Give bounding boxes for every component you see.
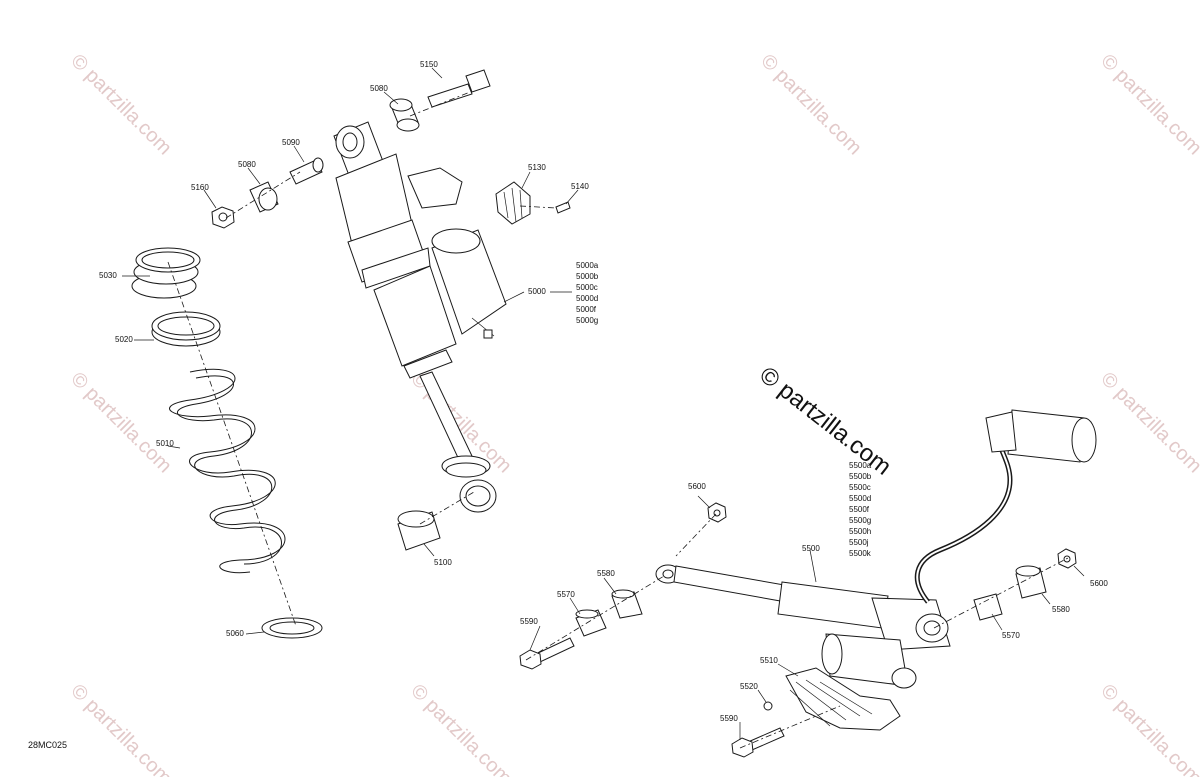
center-watermark: © partzilla.com xyxy=(754,361,896,480)
part-5000-shock-absorber[interactable] xyxy=(333,121,507,478)
watermark: © partzilla.com xyxy=(66,50,175,159)
part-5100-bushing[interactable] xyxy=(397,479,497,551)
part-5130-knob[interactable] xyxy=(495,181,531,225)
variant-5000: 5000a xyxy=(576,261,599,270)
part-5600-nut-top[interactable] xyxy=(707,502,727,523)
part-5580-bushing-left[interactable] xyxy=(611,589,643,619)
callout-5020: 5020 xyxy=(115,335,133,344)
callout-5010: 5010 xyxy=(156,439,174,448)
watermark: © partzilla.com xyxy=(66,368,175,477)
variant-5500: 5500f xyxy=(849,505,870,514)
part-5500-shock-absorber[interactable] xyxy=(655,409,1097,689)
callout-5570: 5570 xyxy=(557,590,575,599)
watermark: © partzilla.com xyxy=(1096,50,1200,159)
callout-5590: 5590 xyxy=(720,714,738,723)
callout-5600: 5600 xyxy=(688,482,706,491)
assembly-axes-right xyxy=(525,513,1069,749)
variant-5000: 5000g xyxy=(576,316,598,325)
variant-5500: 5500d xyxy=(849,494,871,503)
watermark: © partzilla.com xyxy=(406,680,515,777)
callout-5510: 5510 xyxy=(760,656,778,665)
callout-5090: 5090 xyxy=(282,138,300,147)
part-5590-bolt-left[interactable] xyxy=(519,637,575,670)
variants-5000-list: 5000a 5000b 5000c 5000d 5000f 5000g xyxy=(576,261,599,325)
callout-5520: 5520 xyxy=(740,682,758,691)
callout-5140: 5140 xyxy=(571,182,589,191)
watermark: © partzilla.com xyxy=(1096,680,1200,777)
callout-5150: 5150 xyxy=(420,60,438,69)
part-5010-spring[interactable] xyxy=(169,368,286,574)
callout-5580: 5580 xyxy=(597,569,615,578)
variant-5000: 5000f xyxy=(576,305,597,314)
variant-5500: 5500j xyxy=(849,538,869,547)
part-5160-nut[interactable] xyxy=(211,206,235,229)
part-5510-guard[interactable] xyxy=(785,667,901,731)
part-5080-bushing-top[interactable] xyxy=(389,98,420,132)
part-5020-ring[interactable] xyxy=(151,311,221,347)
callout-5580: 5580 xyxy=(1052,605,1070,614)
callout-5060: 5060 xyxy=(226,629,244,638)
callout-5100: 5100 xyxy=(434,558,452,567)
part-5090-sleeve[interactable] xyxy=(289,157,324,185)
variant-5000: 5000b xyxy=(576,272,599,281)
variant-5500: 5500g xyxy=(849,516,871,525)
assembly-axes-left xyxy=(167,91,557,627)
part-5150-bolt[interactable] xyxy=(427,69,491,108)
variant-5500: 5500k xyxy=(849,549,872,558)
callout-5130: 5130 xyxy=(528,163,546,172)
watermark: © partzilla.com xyxy=(66,680,175,777)
part-5570-sleeve-right[interactable] xyxy=(973,593,1003,621)
callout-leaders xyxy=(122,67,1085,740)
callout-labels: 5150 5080 5090 5080 5160 5130 5140 5030 … xyxy=(99,60,1108,723)
variant-5000: 5000d xyxy=(576,294,598,303)
part-5520-screw[interactable] xyxy=(763,701,773,711)
variant-5500: 5500b xyxy=(849,472,872,481)
part-5570-sleeve-left[interactable] xyxy=(575,609,607,637)
variant-5500: 5500a xyxy=(849,461,872,470)
variant-5000: 5000c xyxy=(576,283,598,292)
part-5060-clip[interactable] xyxy=(261,617,323,639)
callout-5080: 5080 xyxy=(238,160,256,169)
part-5140-screw[interactable] xyxy=(555,201,571,214)
watermark: © partzilla.com xyxy=(756,50,865,159)
callout-5030: 5030 xyxy=(99,271,117,280)
variants-5500-list: 5500a 5500b 5500c 5500d 5500f 5500g 5500… xyxy=(849,461,872,558)
callout-5000: 5000 xyxy=(528,287,546,296)
variant-5500: 5500h xyxy=(849,527,871,536)
variant-5500: 5500c xyxy=(849,483,871,492)
callout-5570: 5570 xyxy=(1002,631,1020,640)
callout-5160: 5160 xyxy=(191,183,209,192)
part-5580-bushing-right[interactable] xyxy=(1015,565,1047,599)
diagram-code: 28MC025 xyxy=(28,740,67,750)
part-5080-bushing-left[interactable] xyxy=(249,181,279,213)
callout-5080: 5080 xyxy=(370,84,388,93)
callout-5500: 5500 xyxy=(802,544,820,553)
watermark: © partzilla.com xyxy=(1096,368,1200,477)
callout-5600: 5600 xyxy=(1090,579,1108,588)
part-5030-retainer[interactable] xyxy=(131,247,201,299)
callout-5590: 5590 xyxy=(520,617,538,626)
